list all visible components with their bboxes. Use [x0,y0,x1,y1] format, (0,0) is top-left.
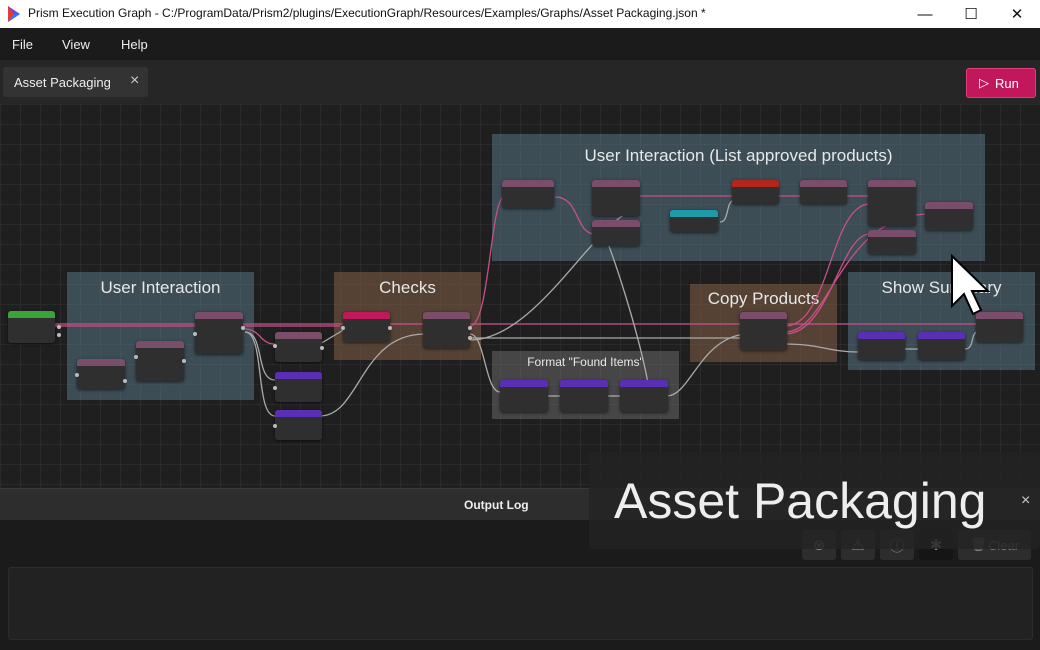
graph-node[interactable] [868,230,916,254]
graph-node[interactable] [423,312,470,348]
play-icon: ▷ [979,75,989,91]
graph-node[interactable] [620,380,668,412]
graph-node[interactable] [592,220,640,246]
graph-node[interactable] [275,332,322,362]
graph-node[interactable] [136,341,184,381]
graph-node[interactable] [275,372,322,402]
graph-name-overlay: Asset Packaging × [589,452,1040,549]
graph-node[interactable] [918,332,965,360]
tab-row: Asset Packaging × ▷ Run [0,60,1040,104]
window-title: Prism Execution Graph - C:/ProgramData/P… [28,6,706,20]
graph-node-start[interactable] [8,311,55,343]
menu-bar: File View Help [0,28,1040,60]
graph-node[interactable] [77,359,125,389]
overlay-close-icon[interactable]: × [1021,492,1030,510]
app-logo-icon [6,5,22,23]
menu-file[interactable]: File [12,37,33,52]
tab-asset-packaging[interactable]: Asset Packaging × [3,67,148,97]
graph-node[interactable] [740,312,787,350]
menu-help[interactable]: Help [121,37,148,52]
graph-node[interactable] [343,312,390,342]
graph-node[interactable] [800,180,847,204]
minimize-button[interactable]: — [902,0,948,28]
graph-node[interactable] [925,202,973,230]
graph-node[interactable] [858,332,905,360]
overlay-text: Asset Packaging [614,472,986,530]
tab-close-icon[interactable]: × [130,72,139,90]
graph-wires [0,104,1040,488]
maximize-button[interactable]: ☐ [948,0,994,28]
graph-node[interactable] [500,380,548,412]
menu-view[interactable]: View [62,37,90,52]
run-label: Run [995,76,1019,91]
graph-node[interactable] [275,410,322,440]
tab-label: Asset Packaging [14,75,111,90]
run-button[interactable]: ▷ Run [966,68,1036,98]
graph-node[interactable] [195,312,243,354]
title-bar: Prism Execution Graph - C:/ProgramData/P… [0,0,1040,28]
graph-node[interactable] [592,180,640,216]
mouse-cursor-icon [948,254,994,318]
graph-node[interactable] [868,180,916,226]
graph-node[interactable] [502,180,554,208]
graph-canvas[interactable]: User Interaction (List approved products… [0,104,1040,488]
graph-node[interactable] [670,210,718,232]
close-window-button[interactable]: ✕ [994,0,1040,28]
graph-node[interactable] [560,380,608,412]
output-log-text[interactable] [8,567,1033,640]
output-log-title: Output Log [464,498,529,512]
graph-node[interactable] [732,180,779,204]
